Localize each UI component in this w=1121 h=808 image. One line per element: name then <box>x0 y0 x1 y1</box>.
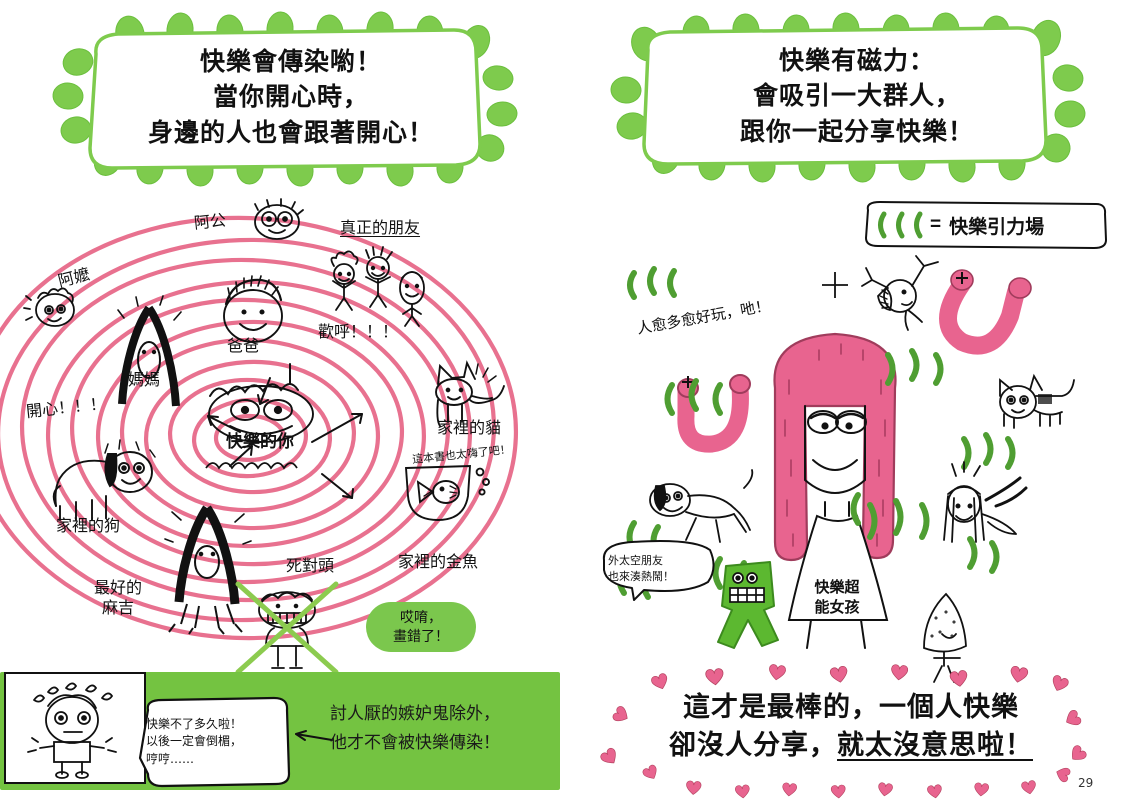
magnet-right-icon <box>939 269 1032 355</box>
plus-mark-icon <box>822 272 848 298</box>
svg-text:快樂超: 快樂超 <box>814 578 860 596</box>
friend-right-figure-icon <box>943 461 1028 543</box>
speech-line-1: 快樂不了多久啦！ <box>146 716 243 731</box>
running-dog-figure-icon <box>649 469 754 543</box>
rheadline-line-1: 快樂有磁力： <box>778 46 935 75</box>
small-girl-figure-icon <box>923 592 967 683</box>
label-nemesis: 死對頭 <box>286 556 335 575</box>
rheadline-line-3: 跟你一起分享快樂！ <box>739 117 974 146</box>
super-girl-figure-icon: 快樂超 能女孩 <box>773 332 897 649</box>
hearts-decoration-icon <box>600 664 1087 799</box>
left-headline-balloon: 快樂會傳染喲！ 當你開心時， 身邊的人也會跟著開心！ <box>52 11 518 187</box>
house-cat-figure-icon <box>435 360 505 427</box>
label-true-friends: 真正的朋友 <box>340 218 421 237</box>
page-number: 29 <box>1078 776 1094 790</box>
nemesis-figure-icon <box>235 581 339 675</box>
happiness-spiral-field-icon <box>0 215 519 641</box>
house-dog-figure-icon <box>52 439 156 521</box>
grandpa-figure-icon <box>254 198 304 240</box>
caption-line-2: 卻沒人分享，就太沒意思啦！ <box>616 726 1086 764</box>
label-grandpa: 阿公 <box>193 210 227 233</box>
oops-line-1: 哎唷， <box>400 609 442 626</box>
alien-figure-icon <box>717 561 779 649</box>
headline-line-2: 當你開心時， <box>212 83 369 112</box>
cat-right-figure-icon <box>999 373 1075 429</box>
caption-line-1: 這才是最棒的，一個人快樂 <box>683 692 1019 722</box>
note-arrow-icon <box>295 730 333 741</box>
center-arrows-icon <box>207 363 363 499</box>
headline-line-1: 快樂會傳染喲！ <box>199 47 382 76</box>
speech-line-2: 以後一定會倒楣， <box>146 734 243 749</box>
speech-line-3: 哼哼…… <box>146 751 195 766</box>
center-squiggle-icon <box>205 462 298 470</box>
left-page: 快樂會傳染喲！ 當你開心時， 身邊的人也會跟著開心！ <box>0 0 560 808</box>
label-happy-you: 快樂的你 <box>226 432 294 452</box>
rheadline-line-2: 會吸引一大群人， <box>752 82 961 111</box>
alien-line-2: 也來湊熱鬧！ <box>608 570 674 583</box>
speech-bubble-text: 快樂不了多久啦！ 以後一定會倒楣， 哼哼…… <box>132 696 292 788</box>
svg-text:能女孩: 能女孩 <box>814 598 859 616</box>
caption-line-2-underlined: 就太沒意思啦！ <box>837 730 1033 761</box>
jealous-note-text: 討人厭的嫉妒鬼除外， 他才不會被快樂傳染！ <box>330 700 560 758</box>
label-goldfish: 家裡的金魚 <box>398 552 479 571</box>
goldfish-bowl-icon <box>404 465 490 521</box>
legend-outline-icon <box>865 201 1107 249</box>
note-line-1: 討人厭的嫉妒鬼除外， <box>330 704 500 724</box>
note-line-2: 他才不會被快樂傳染！ <box>330 732 500 753</box>
balloon-outline-icon <box>52 11 518 187</box>
balloon-outline-icon-2 <box>610 12 1086 183</box>
legend-label: 快樂引力場 <box>949 216 1045 238</box>
label-cheer: 歡呼！！！ <box>318 322 399 341</box>
legend-box: = 快樂引力場 <box>860 198 1110 252</box>
left-headline-text: 快樂會傳染喲！ 當你開心時， 身邊的人也會跟著開心！ <box>52 18 516 178</box>
acrobat-figure-icon <box>861 255 939 331</box>
right-bottom-caption: 這才是最棒的，一個人快樂 卻沒人分享，就太沒意思啦！ <box>616 688 1086 765</box>
happy-you-figure-icon <box>208 383 314 443</box>
alien-line-1: 外太空朋友 <box>608 554 663 568</box>
jealous-character-card <box>4 672 146 784</box>
alien-bubble-text: 外太空朋友 也來湊熱鬧！ <box>598 538 718 600</box>
right-headline-text: 快樂有磁力： 會吸引一大群人， 跟你一起分享快樂！ <box>612 22 1082 172</box>
legend-equals: = <box>930 214 942 235</box>
oops-callout-pill: 哎唷， 畫錯了！ <box>366 602 476 652</box>
best-buddy-figure-icon <box>164 505 252 635</box>
label-dad: 爸爸 <box>227 336 260 355</box>
jealous-speech-bubble: 快樂不了多久啦！ 以後一定會倒楣， 哼哼…… <box>132 696 292 788</box>
headline-line-3: 身邊的人也會跟著開心！ <box>147 118 434 147</box>
dad-figure-icon <box>223 275 283 343</box>
alien-bubble-outline-icon <box>602 540 715 601</box>
label-mom: 媽媽 <box>128 370 161 389</box>
caption-line-2-plain: 卻沒人分享， <box>669 730 837 761</box>
speech-bubble-outline-icon <box>138 696 291 788</box>
grandma-figure-icon <box>23 287 75 327</box>
mom-figure-icon <box>117 295 182 407</box>
oops-line-2: 畫錯了！ <box>393 628 449 644</box>
true-friends-figures-icon <box>330 246 425 327</box>
jealous-character-icon <box>27 682 117 779</box>
legend-text: = 快樂引力場 <box>860 198 1110 252</box>
right-page: 快樂有磁力： 會吸引一大群人， 跟你一起分享快樂！ = 快樂引力場 <box>560 0 1121 808</box>
right-headline-balloon: 快樂有磁力： 會吸引一大群人， 跟你一起分享快樂！ <box>610 12 1086 183</box>
label-best-buddy: 最好的麻吉 <box>94 578 143 617</box>
label-house-dog: 家裡的狗 <box>56 516 121 535</box>
label-house-cat: 家裡的貓 <box>437 418 502 437</box>
alien-speech-bubble: 外太空朋友 也來湊熱鬧！ <box>598 538 718 601</box>
